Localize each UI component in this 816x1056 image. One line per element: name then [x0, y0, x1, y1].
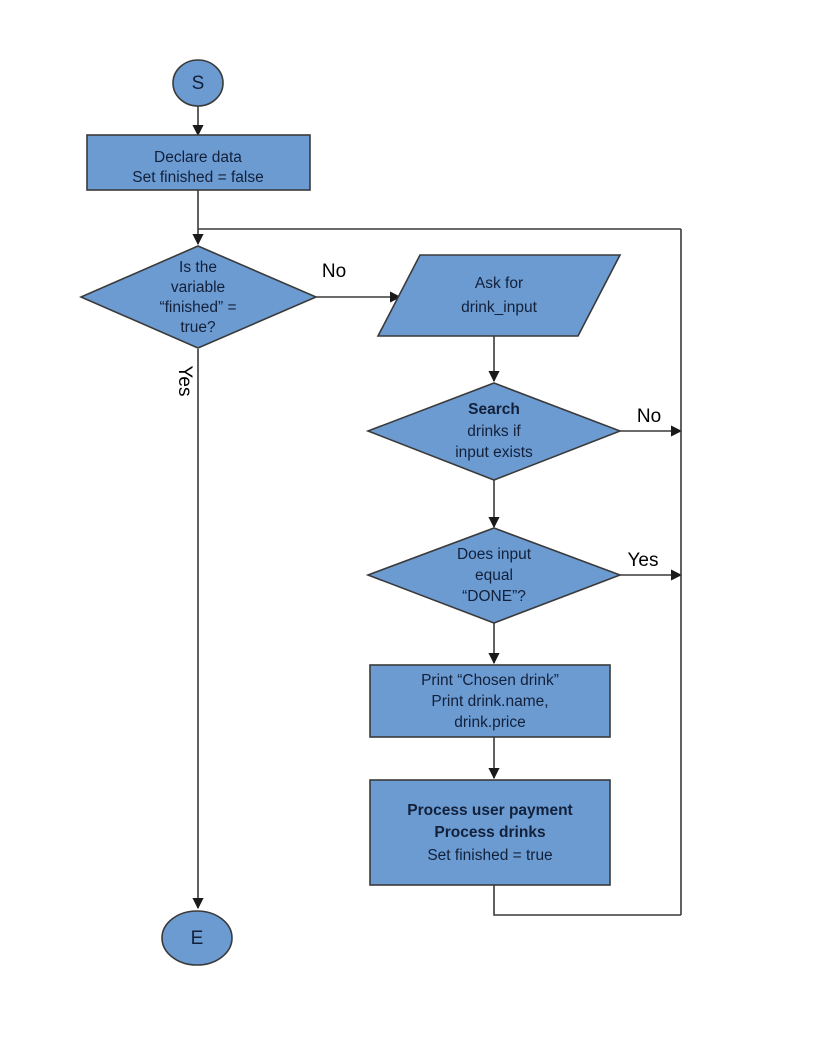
end-terminal-label: E: [191, 928, 204, 949]
edge-label-done-yes: Yes: [628, 550, 659, 571]
ask-input-line-2: drink_input: [461, 299, 538, 316]
node-end[interactable]: E: [161, 910, 233, 966]
check-done-line-1: Does input: [457, 546, 532, 563]
declare-data-line-1: Declare data: [154, 149, 242, 166]
process-payment-shape: [369, 779, 611, 886]
edge-label-search-no: No: [637, 406, 661, 427]
node-process-payment[interactable]: Process user payment Process drinks Set …: [369, 779, 611, 886]
ask-input-shape: [376, 254, 622, 337]
print-drink-line-2: Print drink.name,: [431, 693, 548, 710]
check-done-line-2: equal: [475, 567, 513, 584]
print-drink-line-3: drink.price: [454, 714, 526, 731]
start-terminal-shape: [172, 59, 224, 107]
edge-label-finished-yes: Yes: [174, 366, 195, 397]
search-drinks-line-3: input exists: [455, 444, 533, 461]
process-payment-line-1: Process user payment: [407, 802, 572, 819]
ask-input-line-1: Ask for: [475, 275, 523, 292]
connectors: Ask input --> End --> right rail --> rig…: [192, 106, 683, 916]
check-finished-line-1: Is the: [179, 259, 217, 276]
print-drink-shape: [369, 664, 611, 738]
declare-data-line-2: Set finished = false: [132, 169, 263, 186]
end-terminal-shape: [161, 910, 233, 966]
search-drinks-line-1: Search: [468, 401, 520, 418]
edge-labels: No Yes No Yes: [174, 261, 661, 571]
check-finished-line-2: variable: [171, 279, 225, 296]
check-finished-shape: [78, 245, 319, 349]
node-print-drink[interactable]: Print “Chosen drink” Print drink.name, d…: [369, 664, 611, 738]
edge-label-finished-no: No: [322, 261, 346, 282]
search-drinks-shape: [365, 382, 623, 481]
node-declare-data[interactable]: Declare data Set finished = false: [86, 134, 311, 191]
check-finished-line-3: “finished” =: [159, 299, 236, 316]
edge-process-loopback: [493, 885, 681, 916]
start-terminal-label: S: [192, 73, 205, 94]
node-ask-input[interactable]: Ask for drink_input: [376, 254, 622, 337]
node-check-finished[interactable]: Is the variable “finished” = true?: [78, 245, 319, 349]
check-done-line-3: “DONE”?: [462, 588, 526, 605]
node-search-drinks[interactable]: Search drinks if input exists: [365, 382, 623, 481]
node-check-done[interactable]: Does input equal “DONE”?: [365, 527, 623, 624]
declare-data-shape: [86, 134, 311, 191]
check-finished-line-4: true?: [180, 319, 216, 336]
check-done-shape: [365, 527, 623, 624]
node-start[interactable]: S: [172, 59, 224, 107]
print-drink-line-1: Print “Chosen drink”: [421, 672, 559, 689]
process-payment-line-2: Process drinks: [434, 824, 545, 841]
process-payment-line-3: Set finished = true: [427, 847, 552, 864]
search-drinks-line-2: drinks if: [467, 423, 521, 440]
